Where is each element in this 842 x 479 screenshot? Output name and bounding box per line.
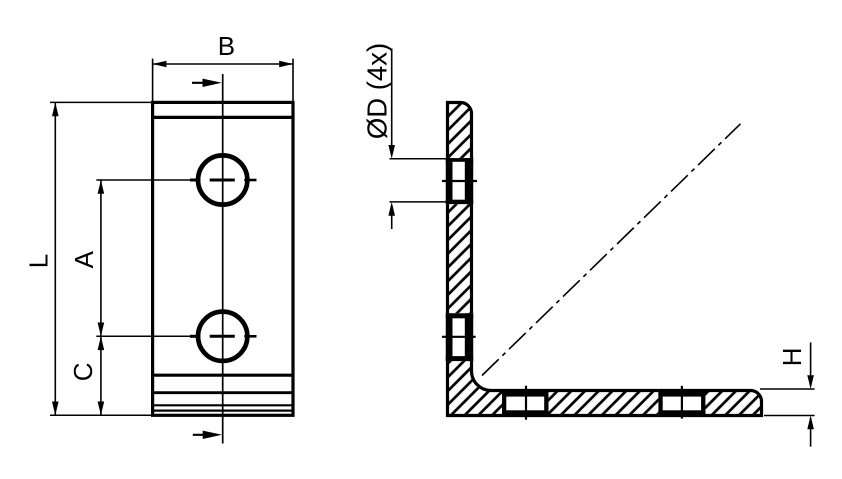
svg-text:B: B	[218, 31, 235, 61]
svg-text:A: A	[69, 250, 99, 268]
svg-text:L: L	[23, 254, 53, 268]
svg-text:C: C	[68, 362, 98, 381]
svg-text:ØD (4x): ØD (4x)	[362, 43, 393, 139]
svg-text:H: H	[777, 347, 807, 366]
